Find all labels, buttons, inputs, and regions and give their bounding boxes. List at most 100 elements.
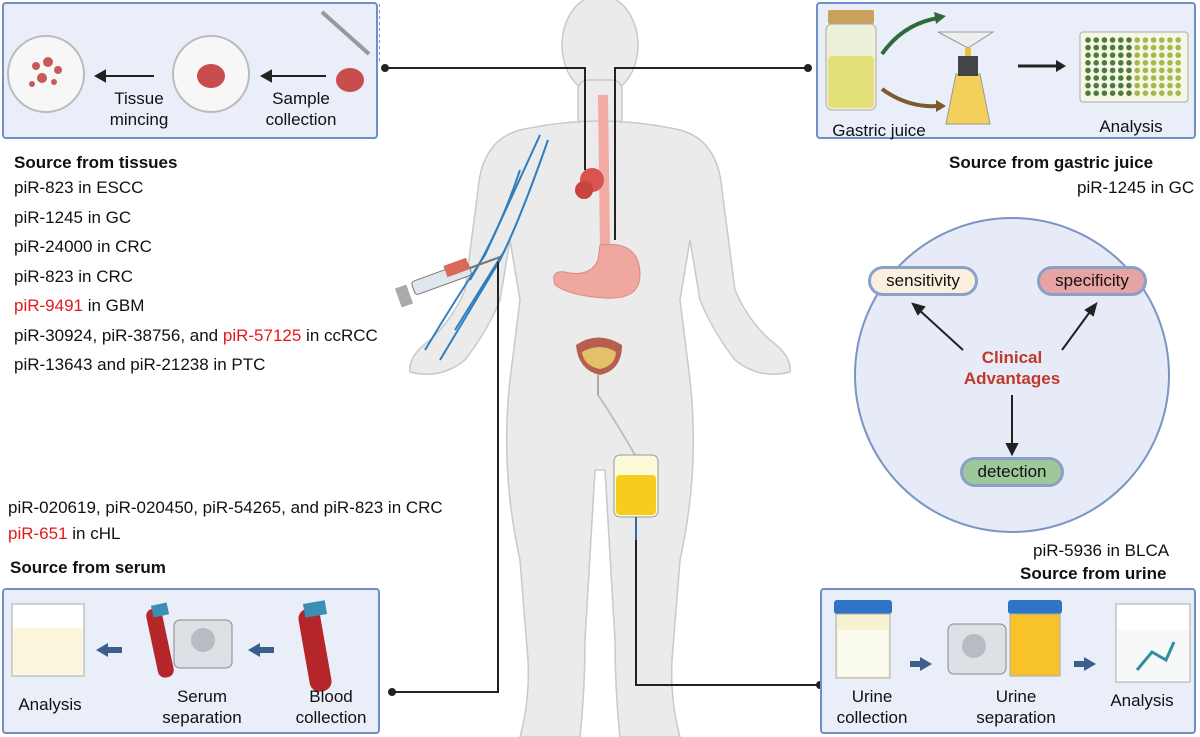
plate-well — [1159, 67, 1165, 74]
serum-panel: Analysis Serum separation Blood collecti… — [2, 588, 380, 734]
tissue-panel: Tissue mincing Sample collection — [2, 2, 380, 139]
clinical-advantages-label: Clinical Advantages — [963, 348, 1061, 388]
plate-well — [1118, 60, 1124, 66]
urine-panel: Urine collection Urine separation Analys… — [820, 588, 1196, 734]
plate-well — [1118, 67, 1124, 74]
digestive-tract — [553, 95, 641, 299]
urine-separation-label: Urine separation — [976, 687, 1056, 727]
urine-collection-label: Urine collection — [836, 687, 908, 727]
plate-well — [1142, 52, 1149, 58]
plate-well — [1109, 44, 1116, 51]
plate-well — [1101, 67, 1108, 74]
plate-well — [1126, 82, 1132, 89]
plate-well — [1085, 60, 1091, 66]
plate-well — [1167, 52, 1173, 58]
gastric-heading: Source from gastric juice — [949, 153, 1154, 172]
serum-heading: Source from serum — [10, 558, 166, 577]
serum-panel-art — [11, 600, 332, 692]
highlighted-pirna: piR-9491 — [14, 296, 83, 315]
plate-well — [1142, 44, 1149, 51]
plate-well — [1150, 37, 1157, 43]
plate-well — [1118, 82, 1124, 89]
plate-well — [1109, 52, 1116, 58]
tissue-heading: Source from tissues — [14, 153, 178, 172]
plate-well — [1109, 82, 1116, 89]
plate-well — [1101, 44, 1108, 51]
plate-well — [1159, 44, 1165, 51]
list-item: piR-24000 in CRC — [14, 237, 152, 257]
plate-well — [1101, 82, 1108, 89]
plate-well — [1109, 75, 1116, 81]
highlighted-pirna: piR-651 — [8, 524, 68, 543]
plate-well — [1093, 52, 1099, 58]
plate-well — [1175, 75, 1181, 81]
plate-well — [1093, 90, 1099, 96]
plate-well — [1134, 60, 1140, 66]
plate-well — [1167, 60, 1173, 66]
plate-well — [1142, 82, 1149, 89]
plate-well — [1085, 52, 1091, 58]
list-text: in ccRCC — [301, 325, 378, 345]
detection-pill: detection — [960, 457, 1064, 487]
plate-well — [1118, 75, 1124, 81]
gastric-item: piR-1245 in GC — [1077, 178, 1195, 197]
plate-well — [1134, 82, 1140, 89]
plate-well — [1142, 37, 1149, 43]
bladder — [576, 337, 622, 395]
list-item: piR-9491 in GBM — [14, 296, 144, 316]
plate-well — [1093, 60, 1099, 66]
list-text: in cHL — [67, 524, 121, 543]
plate-well — [1093, 67, 1099, 74]
plate-well — [1159, 37, 1165, 43]
plate-well — [1134, 52, 1140, 58]
plate-well — [1109, 67, 1116, 74]
plate-well — [1142, 67, 1149, 74]
list-text: piR-13643 and piR-21238 in PTC — [14, 355, 266, 374]
plate-well — [1126, 60, 1132, 66]
tissue-panel-art — [7, 4, 380, 113]
plate-well — [1101, 75, 1108, 81]
plate-well — [1109, 60, 1116, 66]
plate-well — [1126, 44, 1132, 51]
plate-well — [1175, 44, 1181, 51]
plate-well — [1150, 67, 1157, 74]
specificity-pill: specificity — [1037, 266, 1147, 296]
list-text: piR-823 in ESCC — [14, 178, 144, 197]
list-text: piR-30924, piR-38756, and — [14, 325, 223, 345]
plate-well — [1159, 75, 1165, 81]
list-text: in GBM — [83, 296, 145, 315]
plate-well — [1101, 60, 1108, 66]
serum-separation-label: Serum separation — [162, 687, 242, 727]
plate-well — [1134, 75, 1140, 81]
plate-well — [1175, 82, 1181, 89]
plate-well — [1109, 90, 1116, 96]
plate-well — [1142, 90, 1149, 96]
list-text: piR-1245 in GC — [14, 207, 132, 227]
plate-well — [1167, 44, 1173, 51]
plate-well — [1118, 37, 1124, 43]
plate-well — [1118, 44, 1124, 51]
plate-well — [1093, 44, 1099, 51]
plate-well — [1159, 82, 1165, 89]
gastric-panel: Gastric juice Analysis — [816, 2, 1196, 140]
gastric-analysis-label: Analysis — [1099, 117, 1163, 136]
plate-well — [1142, 75, 1149, 81]
plate-well — [1167, 37, 1173, 43]
plate-well — [1134, 67, 1140, 74]
serum-analysis-label: Analysis — [18, 695, 82, 714]
plate-well — [1126, 90, 1132, 96]
plate-well — [1085, 75, 1091, 81]
urine-analysis-label: Analysis — [1110, 691, 1174, 710]
list-text: piR-24000 in CRC — [14, 237, 152, 256]
plate-well — [1150, 90, 1157, 96]
plate-well — [1085, 67, 1091, 74]
plate-well — [1126, 37, 1132, 43]
plate-well — [1150, 44, 1157, 51]
plate-well — [1093, 75, 1099, 81]
plate-well — [1159, 52, 1165, 58]
plate-well — [1118, 90, 1124, 96]
plate-well — [1085, 82, 1091, 89]
plate-well — [1134, 44, 1140, 51]
plate-well — [1085, 44, 1091, 51]
advantages-circle — [854, 217, 1170, 533]
